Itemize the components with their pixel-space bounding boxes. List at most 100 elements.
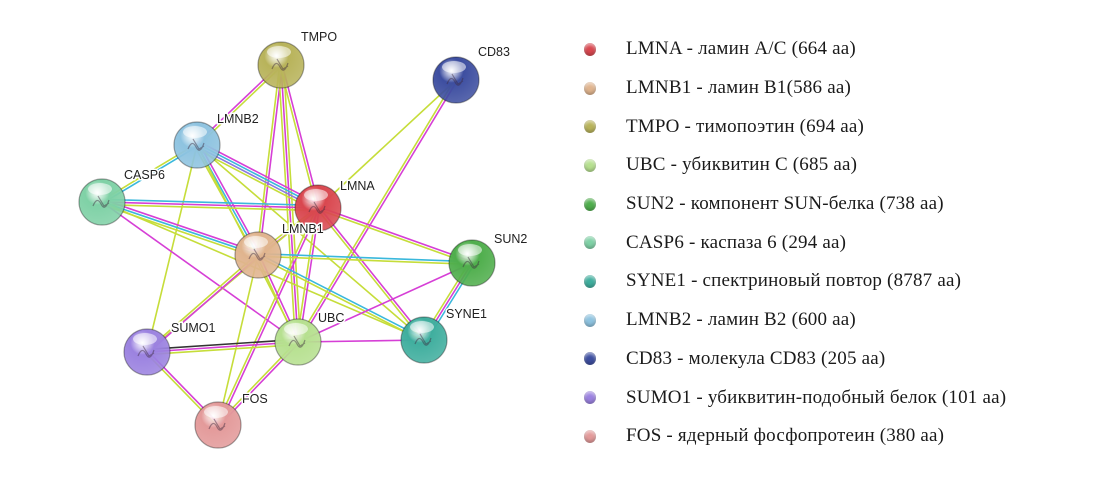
node-lmna[interactable]: LMNA <box>294 178 377 232</box>
edge-ubc-sumo1-black[interactable] <box>146 338 298 351</box>
legend-item: UBC - убиквитин С (685 аа) <box>580 146 1100 185</box>
edge-tmpo-ubc-magenta[interactable] <box>280 64 299 343</box>
legend-item: CASP6 - каспаза 6 (294 аа) <box>580 223 1100 262</box>
legend-label: FOS - ядерный фосфопротеин (380 аа) <box>626 425 945 447</box>
edge-cd83-ubc-magenta[interactable] <box>298 80 458 344</box>
edge-lmnb2-sumo1-yellow[interactable] <box>146 144 198 353</box>
node-highlight <box>244 236 268 248</box>
protein-structure-icon <box>208 418 226 431</box>
node-highlight <box>183 126 207 138</box>
legend-color-dot-icon <box>584 42 596 56</box>
edge-casp6-lmna-magenta[interactable] <box>101 201 319 209</box>
node-sun2[interactable]: SUN2 <box>448 231 529 287</box>
node-cd83[interactable]: CD83 <box>432 44 512 104</box>
node-highlight <box>410 321 434 333</box>
edge-tmpo-lmna-yellow[interactable] <box>278 65 318 209</box>
protein-structure-icon <box>92 195 110 208</box>
legend-item: LMNA - ламин A/C (664 аа) <box>580 30 1100 69</box>
edge-lmnb2-syne1-yellow[interactable] <box>196 144 425 341</box>
legend: LMNA - ламин A/C (664 аа) LMNB1 - ламин B… <box>580 30 1100 456</box>
edge-cd83-lmna-yellow[interactable] <box>317 79 457 209</box>
protein-structure-icon <box>248 248 266 261</box>
edge-lmnb1-sumo1-yellow[interactable] <box>145 253 258 352</box>
legend-label: CASP6 - каспаза 6 (294 аа) <box>626 231 847 253</box>
protein-structure-icon <box>271 58 289 71</box>
edge-lmna-syne1-magenta[interactable] <box>318 206 426 340</box>
legend-color-dot-icon <box>584 391 596 405</box>
node-label: LMNB1 <box>282 222 324 236</box>
protein-structure-icon <box>462 256 480 269</box>
legend-label: TMPO - тимопоэтин (694 аа) <box>626 115 865 137</box>
legend-color-dot-icon <box>584 120 596 134</box>
edge-lmna-sun2-magenta[interactable] <box>318 206 473 263</box>
node-label: CASP6 <box>124 168 165 182</box>
node-label: FOS <box>242 392 268 406</box>
edge-lmna-syne1-yellow[interactable] <box>316 208 424 342</box>
protein-structure-icon <box>414 333 432 346</box>
edge-lmnb2-lmna-yellow[interactable] <box>194 147 317 213</box>
protein-structure-icon <box>137 345 155 358</box>
edge-tmpo-lmnb1-yellow[interactable] <box>255 64 281 255</box>
node-sumo1[interactable]: SUMO1 <box>123 320 217 376</box>
protein-structure-icon <box>446 73 464 86</box>
node-highlight <box>133 333 157 345</box>
edge-lmna-fos-magenta[interactable] <box>218 208 320 426</box>
legend-label: LMNA - ламин A/C (664 аа) <box>626 38 856 60</box>
legend-item: LMNB1 - ламин B1(586 аа) <box>580 69 1100 108</box>
edge-lmna-fos-yellow[interactable] <box>216 207 318 425</box>
legend-label: UBC - убиквитин С (685 аа) <box>626 154 858 176</box>
node-fos[interactable]: FOS <box>194 391 269 449</box>
node-ubc[interactable]: UBC <box>274 310 346 366</box>
legend-label: SUN2 - компонент SUN-белка (738 аа) <box>626 193 944 215</box>
legend-item: TMPO - тимопоэтин (694 аа) <box>580 107 1100 146</box>
node-casp6[interactable]: CASP6 <box>78 167 167 226</box>
edge-casp6-lmna-cyan[interactable] <box>102 198 319 207</box>
node-label: CD83 <box>478 45 510 59</box>
edge-tmpo-lmna-magenta[interactable] <box>281 64 321 208</box>
legend-item: SUN2 - компонент SUN-белка (738 аа) <box>580 185 1100 224</box>
legend-color-dot-icon <box>584 197 596 211</box>
edge-casp6-lmnb1-cyan[interactable] <box>101 201 259 256</box>
legend-item: SUMO1 - убиквитин-подобный белок (101 аа… <box>580 378 1100 417</box>
edge-lmna-sun2-yellow[interactable] <box>317 208 472 265</box>
node-highlight <box>284 323 308 335</box>
legend-label: SYNE1 - спектриновый повтор (8787 аа) <box>626 270 962 292</box>
edge-lmnb1-sun2-cyan[interactable] <box>258 252 473 263</box>
legend-color-dot-icon <box>584 313 596 327</box>
edge-tmpo-ubc-yellow[interactable] <box>277 65 297 343</box>
edge-lmnb1-fos-yellow[interactable] <box>217 254 259 426</box>
legend-item: CD83 - молекула CD83 (205 аа) <box>580 340 1100 379</box>
edge-ubc-sumo1-yellow[interactable] <box>147 343 299 356</box>
edge-ubc-sumo1-magenta[interactable] <box>146 341 299 353</box>
node-lmnb1[interactable]: LMNB1 <box>234 221 325 279</box>
node-label: SUN2 <box>494 232 527 246</box>
legend-color-dot-icon <box>584 81 596 95</box>
node-tmpo[interactable]: TMPO <box>257 29 339 89</box>
edge-lmnb2-lmna-magenta[interactable] <box>198 140 321 206</box>
edge-tmpo-lmnb1-magenta[interactable] <box>258 65 284 256</box>
edge-sun2-ubc-magenta[interactable] <box>297 262 473 343</box>
edge-tmpo-ubc-yellow[interactable] <box>282 64 302 342</box>
node-highlight <box>458 244 482 256</box>
edge-lmnb1-syne1-cyan[interactable] <box>258 253 425 340</box>
node-label: LMNA <box>340 179 375 193</box>
edge-casp6-lmna-yellow[interactable] <box>101 203 318 212</box>
legend-label: SUMO1 - убиквитин-подобный белок (101 аа… <box>626 386 1007 408</box>
node-highlight <box>267 46 291 58</box>
legend-color-dot-icon <box>584 236 596 250</box>
edge-lmnb1-sumo1-magenta[interactable] <box>147 255 260 354</box>
node-highlight <box>304 189 328 201</box>
protein-structure-icon <box>308 201 326 214</box>
node-syne1[interactable]: SYNE1 <box>400 306 489 364</box>
edge-lmnb1-sun2-yellow[interactable] <box>257 255 472 266</box>
legend-color-dot-icon <box>584 429 596 443</box>
legend-item: FOS - ядерный фосфопротеин (380 аа) <box>580 417 1100 456</box>
edge-casp6-lmnb1-magenta[interactable] <box>102 198 260 254</box>
node-highlight <box>88 183 112 195</box>
node-highlight <box>442 61 466 73</box>
node-lmnb2[interactable]: LMNB2 <box>173 111 260 169</box>
edge-lmnb1-syne1-yellow[interactable] <box>257 255 424 342</box>
node-label: LMNB2 <box>217 112 259 126</box>
